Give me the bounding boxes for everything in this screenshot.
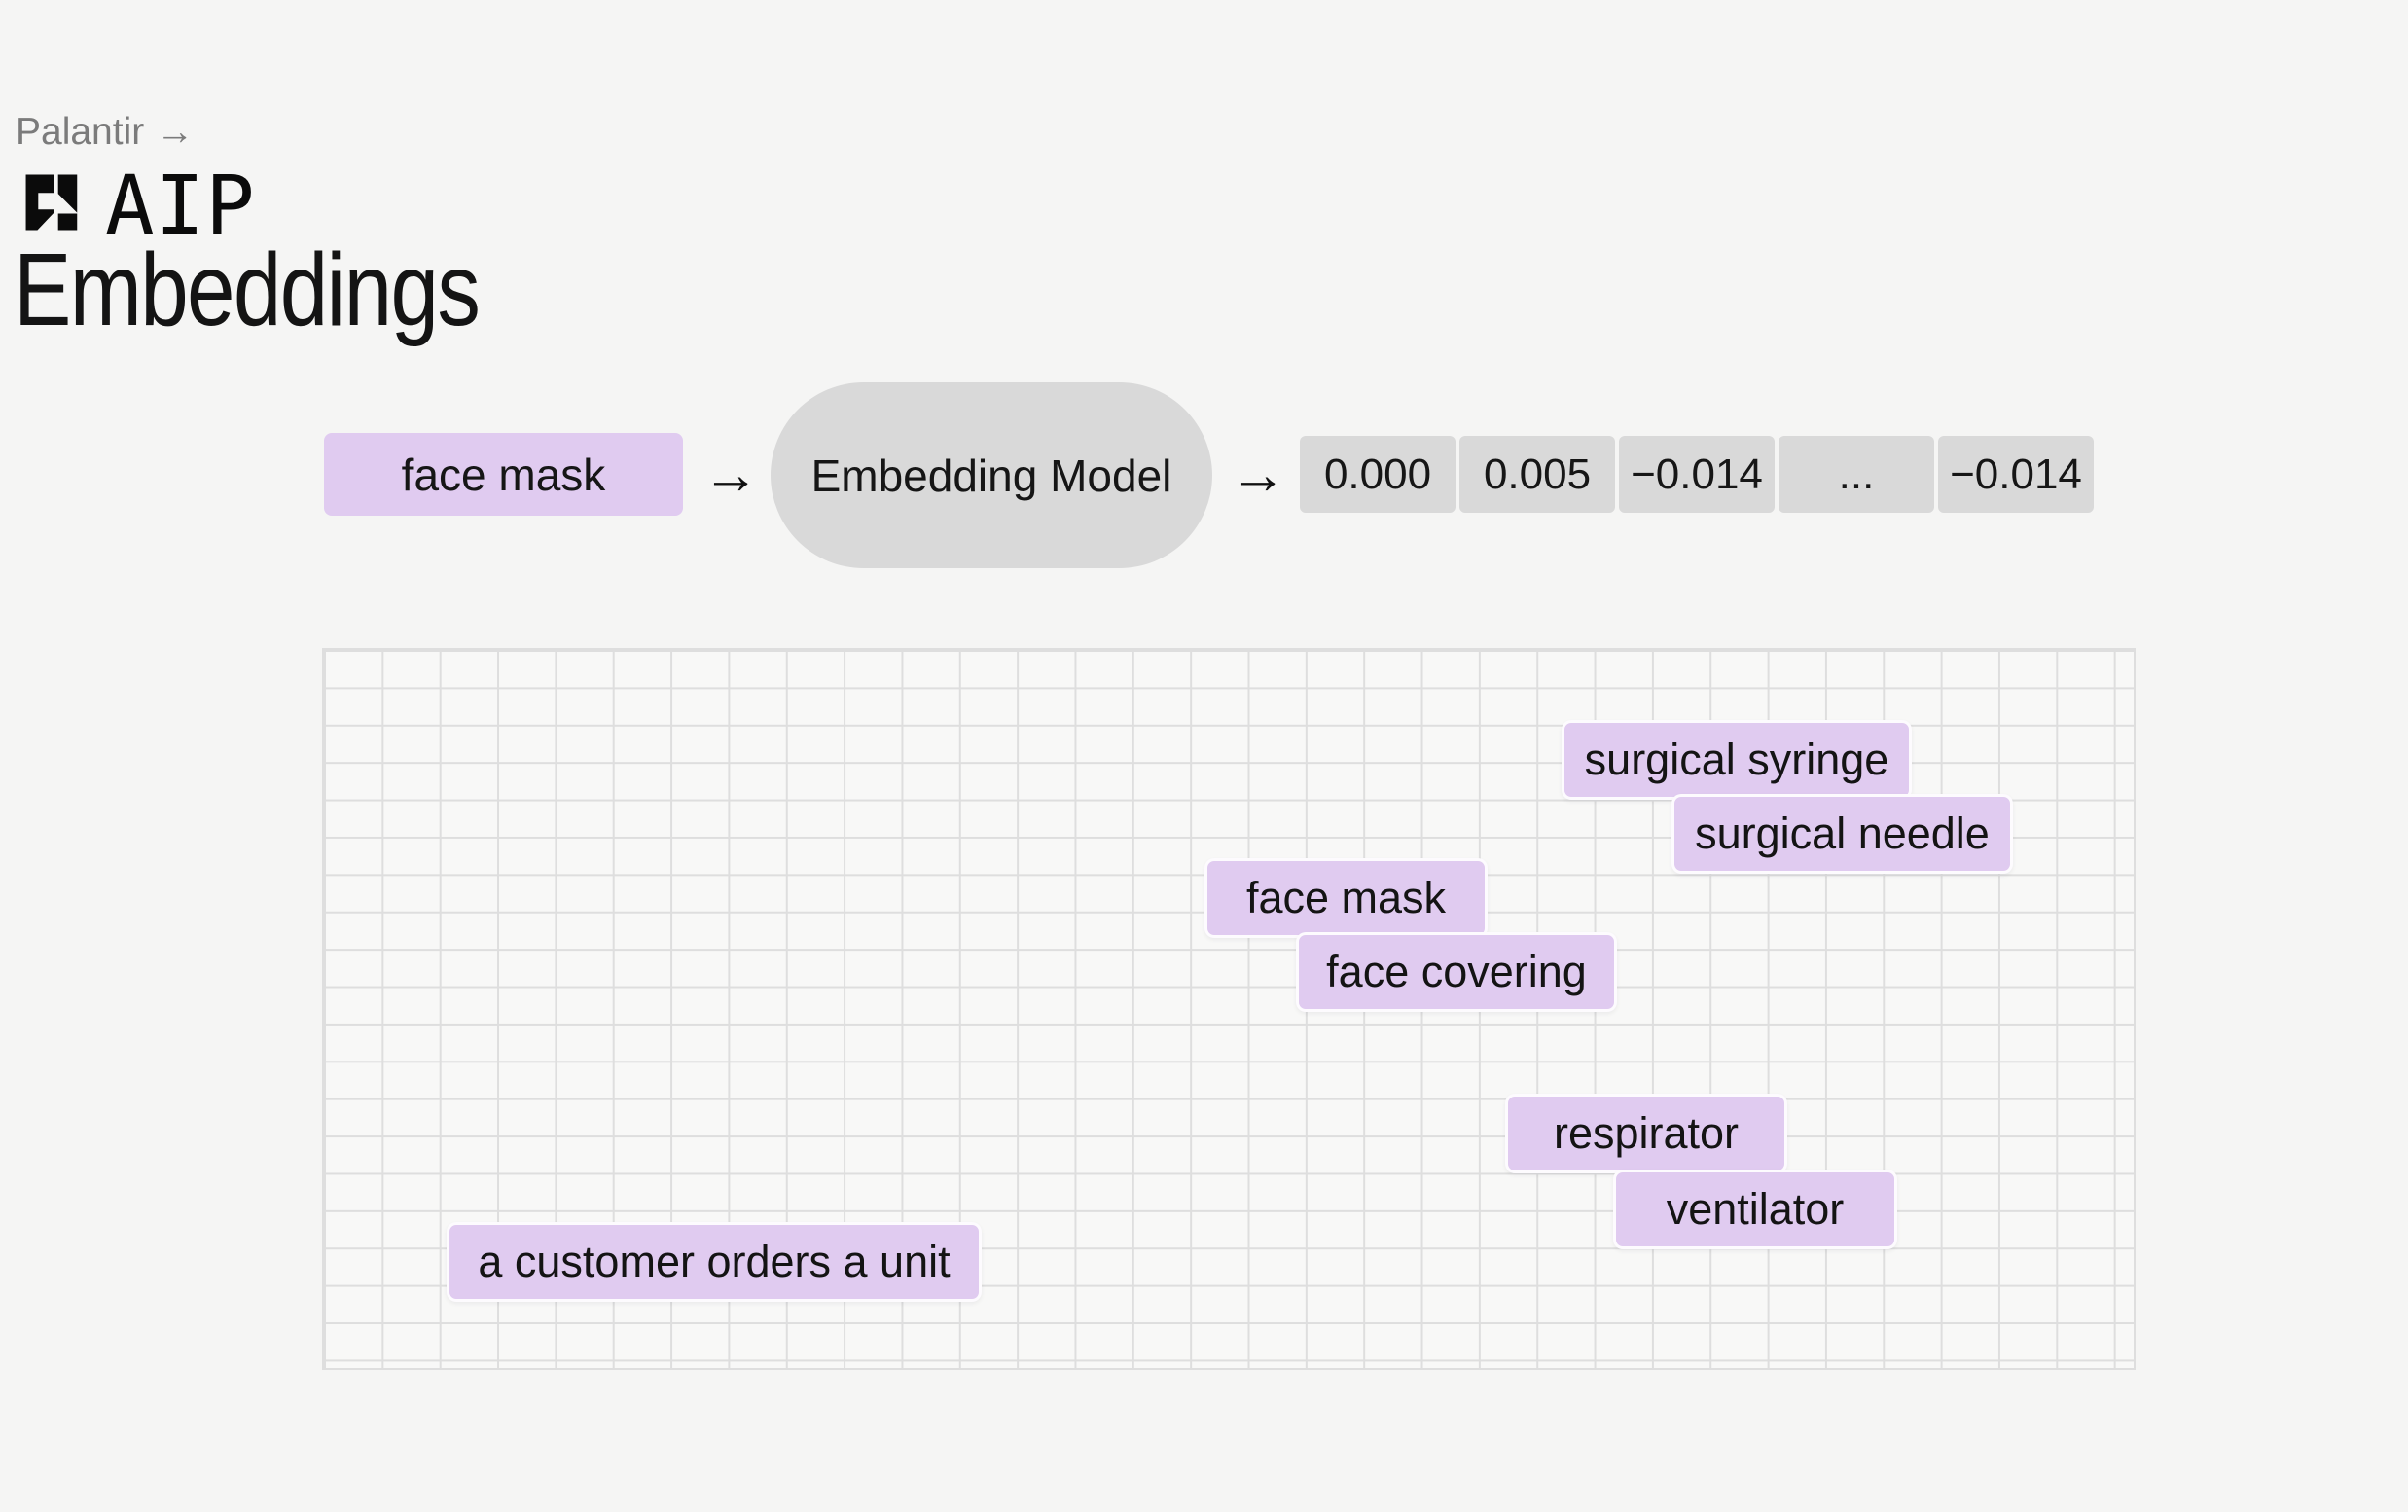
embedding-point-label: face covering: [1296, 932, 1617, 1012]
flow-arrow-icon: →: [1230, 443, 1286, 506]
aip-logo: AIP: [23, 158, 256, 253]
palantir-label: Palantir: [16, 111, 145, 153]
arrow-right-icon: →: [156, 111, 195, 153]
page-title: Embeddings: [14, 233, 481, 347]
embedding-point-label: respirator: [1505, 1094, 1787, 1173]
palantir-link[interactable]: Palantir →: [16, 111, 194, 154]
embedding-point-label: surgical needle: [1671, 794, 2013, 874]
embedding-point-label: a customer orders a unit: [447, 1222, 982, 1302]
vector-value-cell: 0.000: [1300, 436, 1456, 513]
embedding-point-label: ventilator: [1613, 1170, 1897, 1249]
embedding-model-node: Embedding Model: [771, 382, 1212, 568]
vector-value-cell: 0.005: [1459, 436, 1615, 513]
vector-value-cell: −0.014: [1938, 436, 2094, 513]
vector-value-cell: ...: [1779, 436, 1934, 513]
aip-logo-icon: [23, 171, 90, 239]
embedding-point-label: face mask: [1204, 858, 1488, 938]
vector-value-cell: −0.014: [1619, 436, 1775, 513]
flow-input-term: face mask: [324, 433, 683, 516]
flow-arrow-icon: →: [702, 443, 759, 506]
aip-logo-text: AIP: [105, 158, 256, 253]
embedding-point-label: surgical syringe: [1562, 720, 1912, 800]
